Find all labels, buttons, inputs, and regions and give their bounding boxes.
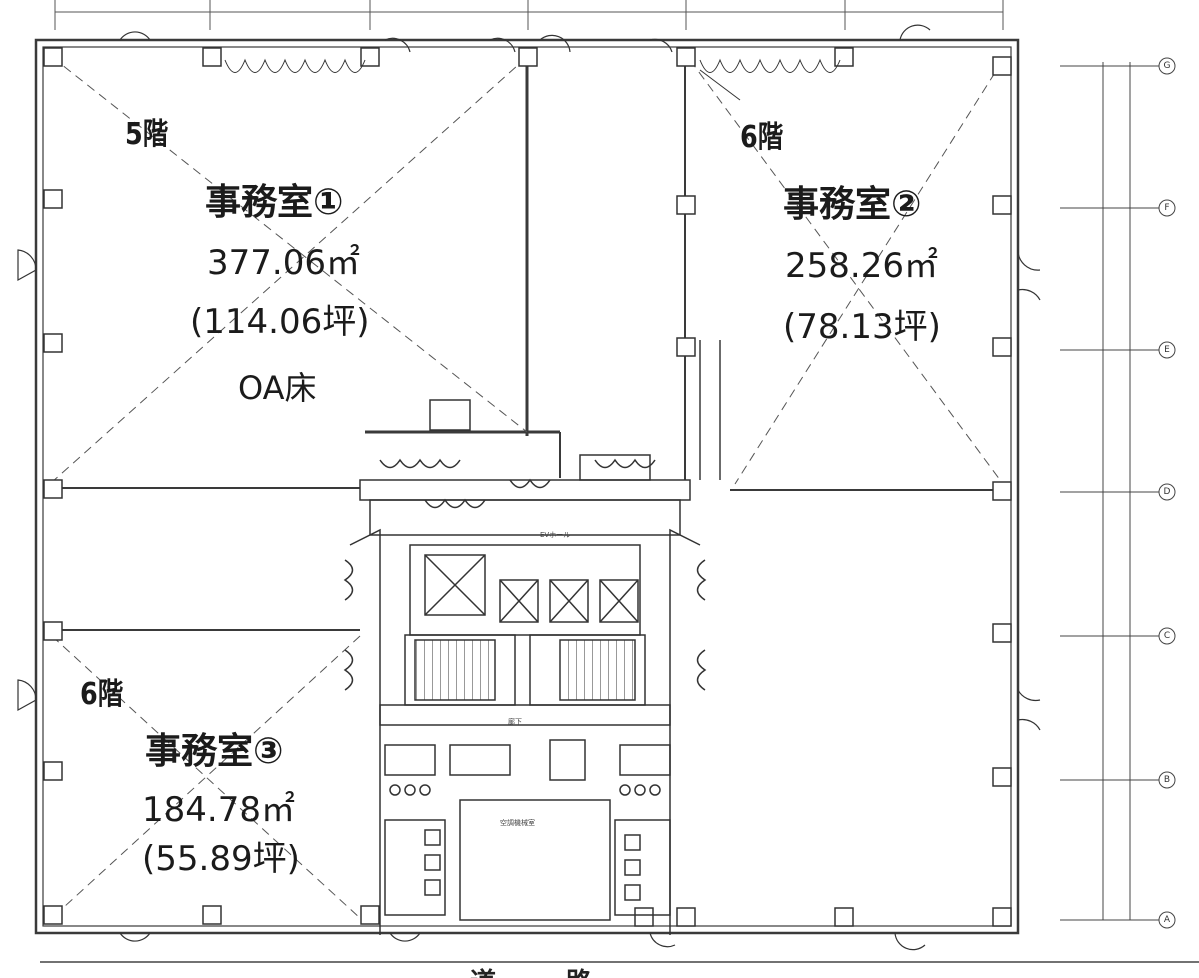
room-3-tsubo: (55.89坪) [142,839,300,879]
grid-axis-f: F [1164,203,1170,213]
ev-hall-label: EVホール [540,531,571,539]
room-3-floor: 6階 [80,677,124,712]
grid-axis-d: D [1163,487,1171,497]
road-label: 道路 [470,962,662,978]
room-2-floor: 6階 [740,120,784,155]
machine-room-label: 空調機械室 [500,819,535,827]
room-2-area: 258.26㎡ [785,246,938,286]
right-grid-lines [1060,62,1160,921]
room-1-name: 事務室① [205,182,344,223]
room-1-floor: 5階 [125,117,169,152]
grid-axis-bubbles [1158,57,1176,929]
grid-axis-c: C [1163,631,1171,641]
grid-axis-a: A [1163,915,1171,925]
room-2-tsubo: (78.13坪) [783,307,941,347]
partition-walls [43,52,1011,631]
room-1-tsubo: (114.06坪) [190,302,370,342]
building-core [343,399,707,935]
room-diagonals [51,56,1004,919]
grid-axis-b: B [1163,775,1171,785]
grid-axis-g: G [1163,61,1171,71]
room-1-area: 377.06㎡ [207,243,360,283]
top-dimension-line [54,0,1004,30]
room-1-note: OA床 [238,369,317,407]
corridor-label: 廊下 [508,718,522,726]
room-2-name: 事務室② [783,184,922,225]
room-3-area: 184.78㎡ [142,790,295,830]
exterior-doors [17,24,1041,951]
top-sash-windows [224,58,841,101]
grid-axis-e: E [1164,345,1170,355]
room-3-name: 事務室③ [145,731,284,772]
